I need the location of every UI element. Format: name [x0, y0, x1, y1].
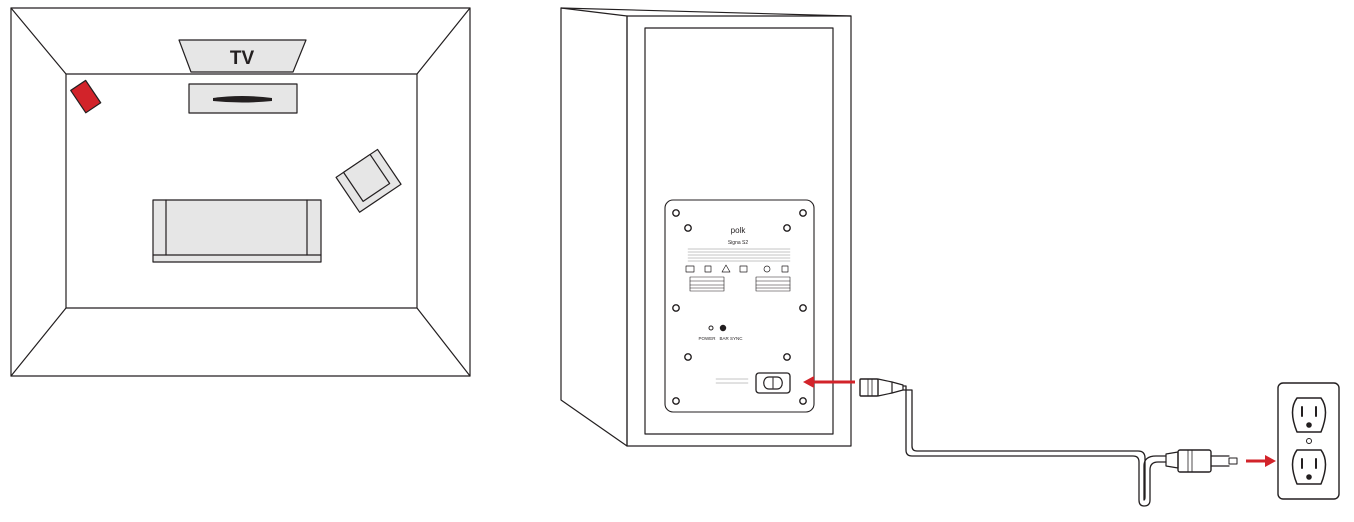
ac-inlet-frame — [755, 372, 791, 394]
armchair-seat — [342, 153, 391, 202]
screw — [672, 397, 680, 405]
fine-print — [687, 248, 791, 262]
sofa — [152, 199, 322, 263]
screw — [672, 209, 680, 217]
wall-plug-body — [1177, 449, 1212, 473]
cord-cable-inner — [902, 389, 1167, 501]
label-blocks — [689, 276, 791, 292]
tv-shape — [178, 39, 307, 73]
rear-panel: polk Signa S2 — [664, 199, 815, 413]
screw — [672, 304, 680, 312]
room-outer-wall — [10, 7, 471, 377]
room-floor — [65, 73, 418, 309]
room-plan: TV — [10, 7, 471, 377]
panel-screws — [672, 209, 807, 405]
bar-sync-button[interactable] — [719, 324, 727, 332]
tv: TV — [178, 39, 307, 73]
instruction-arrows — [803, 376, 1276, 467]
cord-cable-outer — [902, 385, 1167, 507]
outlet-faceplate — [1277, 382, 1340, 500]
ac-inlet-socket — [763, 376, 783, 390]
screw — [799, 209, 807, 217]
armchair — [335, 148, 402, 213]
soundbar-grille — [213, 96, 272, 103]
arrow-to-outlet — [1246, 455, 1276, 467]
ac-inlet — [755, 372, 791, 394]
outlet-receptacle-top — [1291, 397, 1327, 433]
room-perspective-line — [416, 307, 471, 377]
room-perspective-line — [416, 7, 471, 75]
screw — [799, 304, 807, 312]
surround-speaker-red — [70, 79, 102, 114]
screw — [684, 224, 692, 232]
screw — [783, 353, 791, 361]
speaker-cabinet — [560, 7, 852, 447]
wall-plug-prong-tip — [1228, 457, 1238, 465]
brand-logo: polk — [731, 226, 747, 235]
power-cord — [859, 378, 1238, 507]
screw — [684, 353, 692, 361]
wall-plug-strain-relief — [1165, 451, 1179, 469]
cabinet-back — [626, 15, 852, 447]
outlet-receptacle-bottom — [1291, 449, 1327, 485]
cord-strain-relief — [891, 381, 904, 394]
power-label: POWER — [698, 336, 716, 341]
arrow-to-inlet — [803, 376, 855, 388]
tv-label: TV — [230, 48, 255, 69]
room-perspective-line — [10, 7, 67, 75]
bar-sync-label: BAR SYNC — [719, 336, 743, 341]
power-led — [708, 325, 714, 331]
wall-outlet — [1277, 382, 1340, 500]
soundbar — [188, 83, 298, 114]
rear-panel-plate — [664, 199, 815, 413]
certification-marks — [685, 264, 789, 273]
cabinet-top-edge — [560, 7, 852, 17]
cabinet-side — [560, 7, 628, 447]
cord-plug-taper — [877, 378, 893, 397]
ac-rating-print — [715, 378, 749, 384]
screw — [783, 224, 791, 232]
screw — [799, 397, 807, 405]
cord-plug-speaker — [859, 378, 879, 397]
sofa-body — [152, 199, 322, 263]
room-perspective-line — [10, 307, 67, 377]
cabinet-inner-border — [644, 27, 834, 435]
model-label: Signa S2 — [728, 240, 749, 246]
outlet-screw — [1306, 438, 1312, 444]
